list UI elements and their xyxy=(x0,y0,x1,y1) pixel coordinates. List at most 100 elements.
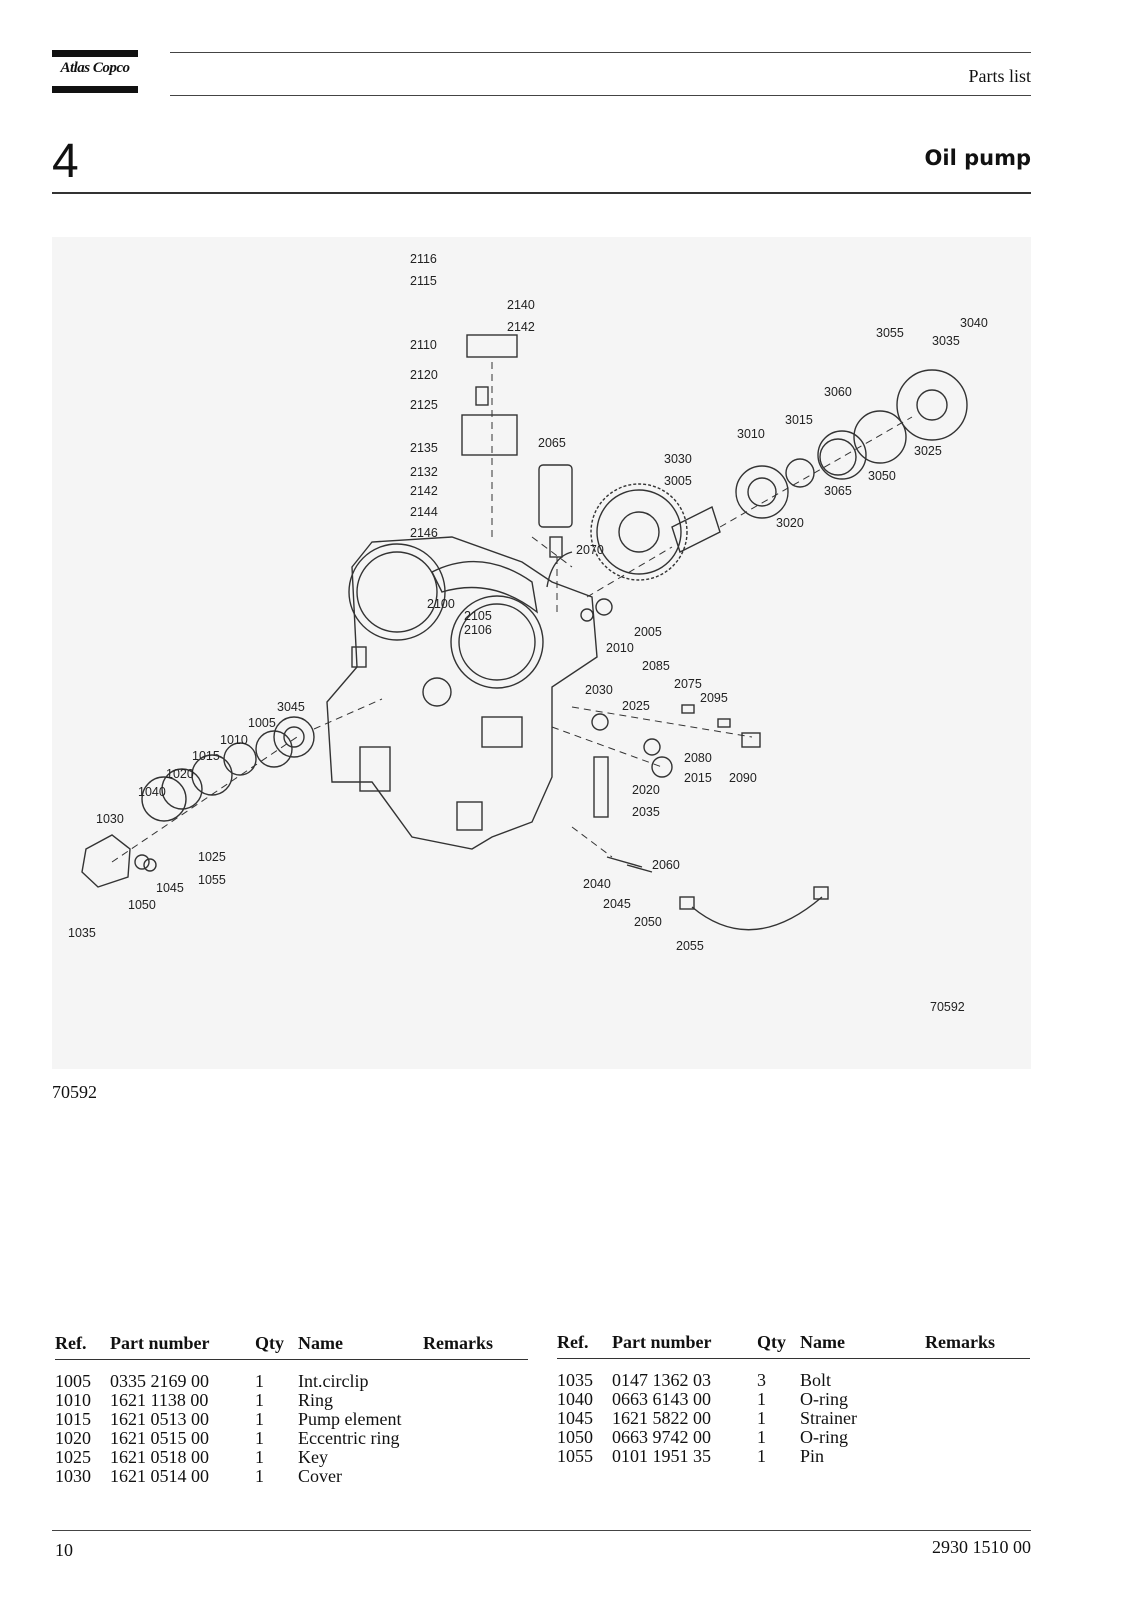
part-ref: 1025 xyxy=(55,1447,91,1467)
callout-2065: 2065 xyxy=(538,436,566,450)
part-name: O-ring xyxy=(800,1389,848,1409)
section-title: Parts list xyxy=(968,66,1031,86)
header-part-number: Part number xyxy=(110,1333,255,1360)
callout-3030: 3030 xyxy=(664,452,692,466)
part-number: 0663 6143 00 xyxy=(612,1389,711,1409)
callout-2060: 2060 xyxy=(652,858,680,872)
document-number: 2930 1510 00 xyxy=(932,1537,1031,1557)
housing-bore-left xyxy=(356,551,438,633)
part-qty: 1 xyxy=(757,1408,766,1428)
part-number: 1621 0513 00 xyxy=(110,1409,209,1429)
callout-1010: 1010 xyxy=(220,733,248,747)
header-name: Name xyxy=(800,1332,925,1359)
header-qty: Qty xyxy=(757,1332,800,1359)
logo-text: Atlas Copco xyxy=(60,60,130,76)
part-remarks xyxy=(423,1372,528,1391)
callout-2045: 2045 xyxy=(603,897,631,911)
callout-2095: 2095 xyxy=(700,691,728,705)
part-qty: 3 xyxy=(757,1370,766,1390)
callout-3050: 3050 xyxy=(868,469,896,483)
callout-1050: 1050 xyxy=(128,898,156,912)
part-number: 0101 1951 35 xyxy=(612,1446,711,1466)
part-number: 1621 0515 00 xyxy=(110,1428,209,1448)
part-qty: 1 xyxy=(757,1427,766,1447)
callout-2040: 2040 xyxy=(583,877,611,891)
logo-bar-top xyxy=(52,50,138,57)
part-ref: 1055 xyxy=(557,1446,593,1466)
part-qty: 1 xyxy=(255,1447,264,1467)
callout-2100: 2100 xyxy=(427,597,455,611)
part-number: 1621 0514 00 xyxy=(110,1466,209,1486)
callout-2146: 2146 xyxy=(410,526,438,540)
callout-2005: 2005 xyxy=(634,625,662,639)
callout-3010: 3010 xyxy=(737,427,765,441)
callout-2080: 2080 xyxy=(684,751,712,765)
callout-2142: 2142 xyxy=(507,320,535,334)
callout-2120: 2120 xyxy=(410,368,438,382)
drain-hose xyxy=(691,896,823,931)
callout-2144: 2144 xyxy=(410,505,438,519)
part-ref: 1050 xyxy=(557,1427,593,1447)
part-ref: 1045 xyxy=(557,1408,593,1428)
drawing-canvas: 2116 2115 2140 2142 2110 2120 2125 2135 … xyxy=(68,252,988,1014)
callout-3045: 3045 xyxy=(277,700,305,714)
callout-2115: 2115 xyxy=(410,274,437,288)
callout-3065: 3065 xyxy=(824,484,852,498)
part-ref: 1010 xyxy=(55,1390,91,1410)
part-name: Int.circlip xyxy=(298,1371,369,1391)
part-number: 1621 0518 00 xyxy=(110,1447,209,1467)
header-ref: Ref. xyxy=(55,1333,110,1360)
header-part-number: Part number xyxy=(612,1332,757,1359)
callout-2030: 2030 xyxy=(585,683,613,697)
header-ref: Ref. xyxy=(557,1332,612,1359)
chapter-rule xyxy=(52,192,1031,194)
housing-bore-right xyxy=(458,603,536,681)
oil-pipe xyxy=(546,551,573,588)
sleeve xyxy=(475,386,489,406)
callout-1045: 1045 xyxy=(156,881,184,895)
footer-rule xyxy=(52,1530,1031,1531)
logo-bar-bottom xyxy=(52,86,138,93)
part-remarks xyxy=(925,1390,1030,1409)
part-name: Pin xyxy=(800,1446,825,1466)
callout-2025: 2025 xyxy=(622,699,650,713)
callout-2010: 2010 xyxy=(606,641,634,655)
oil-filter xyxy=(538,464,573,528)
header-rule-bottom xyxy=(170,95,1031,96)
part-qty: 1 xyxy=(255,1390,264,1410)
part-name: Pump element xyxy=(298,1409,402,1429)
drawing-number: 70592 xyxy=(930,1000,965,1014)
callout-3040: 3040 xyxy=(960,316,988,330)
part-remarks xyxy=(423,1467,528,1486)
table-header-row: Ref. Part number Qty Name Remarks xyxy=(55,1333,528,1360)
callout-3055: 3055 xyxy=(876,326,904,340)
part-remarks xyxy=(925,1447,1030,1466)
callout-2135: 2135 xyxy=(410,441,438,455)
callout-1055: 1055 xyxy=(198,873,226,887)
callout-2075: 2075 xyxy=(674,677,702,691)
part-name: Eccentric ring xyxy=(298,1428,400,1448)
part-remarks xyxy=(925,1428,1030,1447)
callout-1015: 1015 xyxy=(192,749,220,763)
callout-3025: 3025 xyxy=(914,444,942,458)
part-number: 1621 5822 00 xyxy=(612,1408,711,1428)
part-remarks xyxy=(925,1409,1030,1428)
drive-shaft xyxy=(671,506,721,553)
part-ref: 1040 xyxy=(557,1389,593,1409)
callout-3060: 3060 xyxy=(824,385,852,399)
part-remarks xyxy=(423,1448,528,1467)
part-qty: 1 xyxy=(757,1389,766,1409)
seal-carrier xyxy=(853,410,907,464)
callout-1005: 1005 xyxy=(248,716,276,730)
part-remarks xyxy=(423,1391,528,1410)
callout-2050: 2050 xyxy=(634,915,662,929)
part-name: O-ring xyxy=(800,1427,848,1447)
chapter-title: Oil pump xyxy=(924,146,1031,170)
callout-2020: 2020 xyxy=(632,783,660,797)
part-qty: 1 xyxy=(255,1466,264,1486)
